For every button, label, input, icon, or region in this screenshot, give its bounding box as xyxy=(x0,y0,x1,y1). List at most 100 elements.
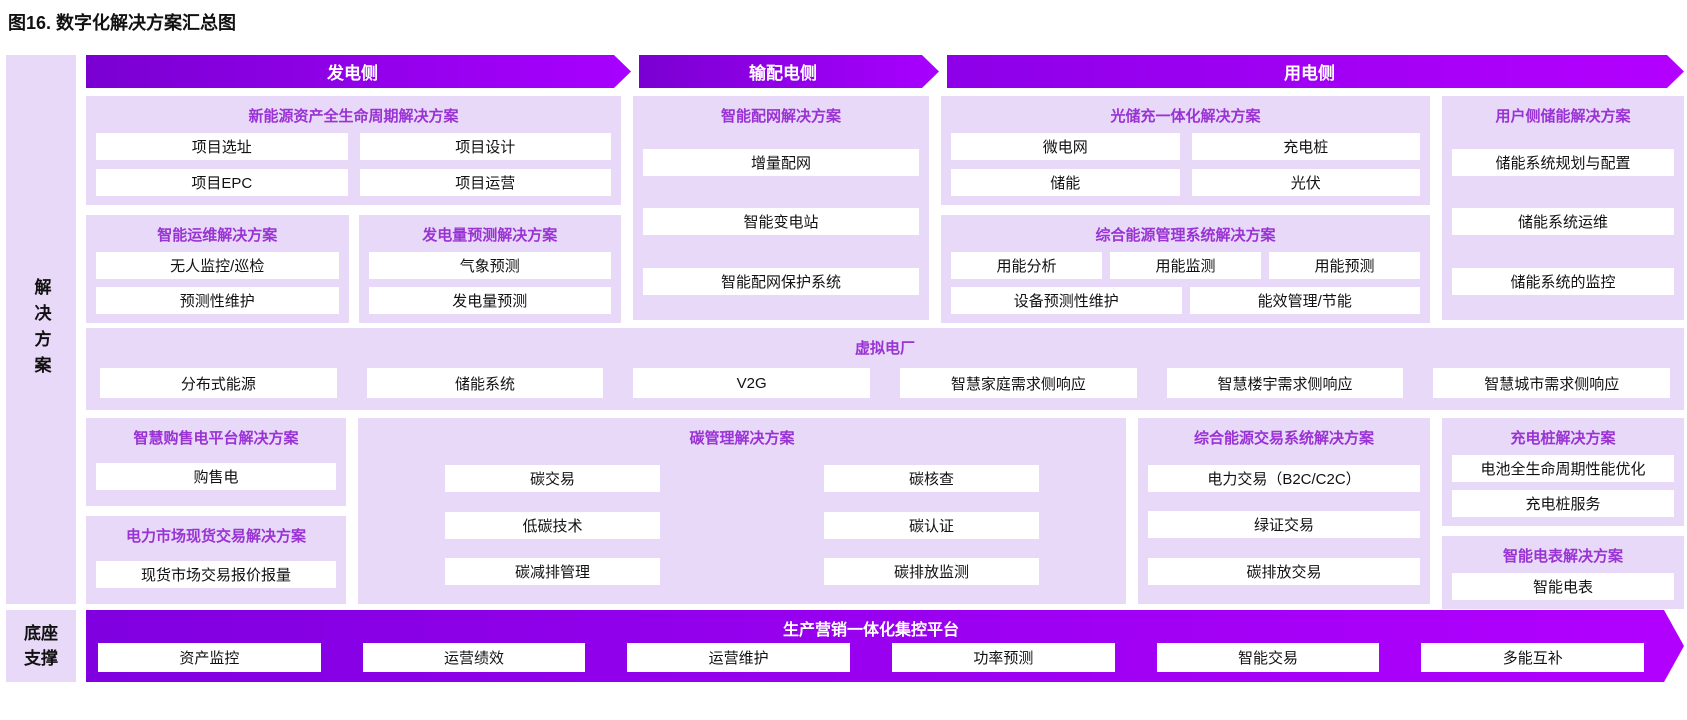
platform-title: 生产营销一体化集控平台 xyxy=(782,622,959,640)
trading-platform-items: 购售电 xyxy=(96,455,336,497)
solution-item: 智慧楼宇需求侧响应 xyxy=(1166,368,1404,398)
arrow-consumption-side: 用电侧 xyxy=(947,55,1684,88)
block-user-storage: 用户侧储能解决方案 储能系统规划与配置 储能系统运维 储能系统的监控 xyxy=(1442,96,1684,320)
solution-item: 智能交易 xyxy=(1157,643,1380,672)
solution-item: 电池全生命周期性能优化 xyxy=(1452,455,1674,482)
block-gen-forecast: 发电量预测解决方案 气象预测 发电量预测 xyxy=(358,215,621,323)
generation-subrow: 智能运维解决方案 无人监控/巡检 预测性维护 发电量预测解决方案 气象预测 xyxy=(86,215,621,323)
solution-item: 增量配网 xyxy=(643,149,919,177)
solution-item: 无人监控/巡检 xyxy=(96,252,339,279)
energy-mgmt-row2: 设备预测性维护 能效管理/节能 xyxy=(951,287,1420,314)
carbon-items: 碳交易 碳核查 低碳技术 碳认证 碳减排管理 碳排放监测 xyxy=(368,455,1116,595)
block-energy-trading: 综合能源交易系统解决方案 电力交易（B2C/C2C） 绿证交易 碳排放交易 xyxy=(1138,418,1430,604)
solution-item: 项目EPC xyxy=(96,169,348,196)
block-title-virtual-power-plant: 虚拟电厂 xyxy=(854,340,915,357)
sidebar-solutions-label: 解决方案 xyxy=(31,277,51,382)
energy-trading-items: 电力交易（B2C/C2C） 绿证交易 碳排放交易 xyxy=(1148,455,1420,595)
solutions-content: 发电侧 输配电侧 用电侧 新能源资产全生命周期解决方案 xyxy=(86,55,1684,609)
solution-item: 充电桩 xyxy=(1191,133,1420,160)
solution-item: 微电网 xyxy=(951,133,1180,160)
solution-item: 储能 xyxy=(951,169,1180,196)
sidebar-base: 底座支撑 xyxy=(6,610,76,682)
block-title-charging-pile: 充电桩解决方案 xyxy=(1510,430,1616,447)
solution-item: 项目设计 xyxy=(359,133,611,160)
diagram: 解决方案 发电侧 输配电侧 用电侧 xyxy=(6,55,1684,682)
smart-meter-items: 智能电表 xyxy=(1452,573,1674,600)
sidebar-base-label: 底座支撑 xyxy=(23,623,58,669)
block-charging-pile: 充电桩解决方案 电池全生命周期性能优化 充电桩服务 xyxy=(1442,418,1684,526)
energy-mgmt-row1: 用能分析 用能监测 用能预测 xyxy=(951,252,1420,279)
charging-meter-column: 充电桩解决方案 电池全生命周期性能优化 充电桩服务 智能电表解决方案 智能电表 xyxy=(1442,418,1684,609)
solution-item: 购售电 xyxy=(96,462,336,490)
arrow-generation-label: 发电侧 xyxy=(327,64,378,83)
block-title-smart-meter: 智能电表解决方案 xyxy=(1502,548,1623,565)
solution-item: 储能系统 xyxy=(366,368,604,398)
arrow-consumption-label: 用电侧 xyxy=(1284,64,1335,83)
solution-item: 碳核查 xyxy=(824,464,1039,492)
solution-item: 分布式能源 xyxy=(100,368,337,398)
block-smart-om: 智能运维解决方案 无人监控/巡检 预测性维护 xyxy=(86,215,349,323)
block-title-energy-mgmt: 综合能源管理系统解决方案 xyxy=(1095,227,1276,244)
block-title-new-energy-lifecycle: 新能源资产全生命周期解决方案 xyxy=(248,108,459,125)
solution-item: 低碳技术 xyxy=(445,511,660,539)
base-row: 底座支撑 生产营销一体化集控平台 资产监控 运营绩效 运营维护 功率预测 智能交… xyxy=(6,610,1684,682)
block-title-energy-trading: 综合能源交易系统解决方案 xyxy=(1193,430,1374,447)
platform-band: 生产营销一体化集控平台 资产监控 运营绩效 运营维护 功率预测 智能交易 多能互… xyxy=(86,610,1684,682)
solution-item: 储能系统规划与配置 xyxy=(1452,149,1674,177)
solution-item: 充电桩服务 xyxy=(1452,490,1674,517)
block-title-gen-forecast: 发电量预测解决方案 xyxy=(422,227,558,244)
block-title-carbon-mgmt: 碳管理解决方案 xyxy=(689,430,795,447)
vpp-items: 分布式能源 储能系统 V2G 智慧家庭需求侧响应 智慧楼宇需求侧响应 智慧城市需… xyxy=(96,365,1674,401)
solution-item: 智慧城市需求侧响应 xyxy=(1433,368,1671,398)
solution-item: 绿证交易 xyxy=(1148,511,1420,539)
user-storage-column: 用户侧储能解决方案 储能系统规划与配置 储能系统运维 储能系统的监控 xyxy=(1442,96,1684,320)
solution-item: 现货市场交易报价报量 xyxy=(96,560,336,588)
solution-item: 预测性维护 xyxy=(96,287,339,314)
block-pv-storage-charging: 光储充一体化解决方案 微电网 充电桩 储能 光伏 xyxy=(941,96,1430,205)
block-new-energy-lifecycle: 新能源资产全生命周期解决方案 项目选址 项目设计 项目EPC 项目运营 xyxy=(86,96,621,205)
solution-item: 智能变电站 xyxy=(643,208,919,236)
block-virtual-power-plant: 虚拟电厂 分布式能源 储能系统 V2G 智慧家庭需求侧响应 智慧楼宇需求侧响应 … xyxy=(86,328,1684,410)
solutions-row: 解决方案 发电侧 输配电侧 用电侧 xyxy=(6,55,1684,609)
solution-item: 碳减排管理 xyxy=(445,558,660,586)
trading-column: 智慧购售电平台解决方案 购售电 电力市场现货交易解决方案 现货市场交易报价报量 xyxy=(86,418,346,604)
figure-title: 图16. 数字化解决方案汇总图 xyxy=(8,13,237,33)
block-title-pv-storage-charging: 光储充一体化解决方案 xyxy=(1110,108,1261,125)
solution-item: 碳排放交易 xyxy=(1148,558,1420,586)
new-energy-items: 项目选址 项目设计 项目EPC 项目运营 xyxy=(96,133,611,196)
solution-item: 电力交易（B2C/C2C） xyxy=(1148,464,1420,492)
arrow-transmission-side: 输配电侧 xyxy=(639,55,939,88)
solution-item: 项目运营 xyxy=(359,169,611,196)
solution-item: 多能互补 xyxy=(1421,643,1644,672)
solution-item: 碳交易 xyxy=(445,464,660,492)
solution-item: 能效管理/节能 xyxy=(1189,287,1420,314)
block-title-smart-grid: 智能配网解决方案 xyxy=(720,108,841,125)
block-smart-grid: 智能配网解决方案 增量配网 智能变电站 智能配网保护系统 xyxy=(633,96,929,320)
charging-pile-items: 电池全生命周期性能优化 充电桩服务 xyxy=(1452,455,1674,517)
solution-item: 碳排放监测 xyxy=(824,558,1039,586)
sidebar-solutions: 解决方案 xyxy=(6,55,76,604)
block-energy-mgmt: 综合能源管理系统解决方案 用能分析 用能监测 用能预测 设备预测性维护 能效管理… xyxy=(941,215,1430,323)
solution-item: 项目选址 xyxy=(96,133,348,160)
solution-item: 智能电表 xyxy=(1452,573,1674,600)
smart-om-items: 无人监控/巡检 预测性维护 xyxy=(96,252,339,314)
block-title-spot-market: 电力市场现货交易解决方案 xyxy=(125,528,306,545)
solution-item: 气象预测 xyxy=(368,252,611,279)
solution-item: 智慧家庭需求侧响应 xyxy=(900,368,1137,398)
energy-trading-column: 综合能源交易系统解决方案 电力交易（B2C/C2C） 绿证交易 碳排放交易 xyxy=(1138,418,1430,604)
transmission-column: 智能配网解决方案 增量配网 智能变电站 智能配网保护系统 xyxy=(633,96,929,320)
block-smart-meter: 智能电表解决方案 智能电表 xyxy=(1442,536,1684,609)
arrow-transmission-label: 输配电侧 xyxy=(749,64,817,83)
arrow-header-row: 发电侧 输配电侧 用电侧 xyxy=(86,55,1684,88)
block-title-user-storage: 用户侧储能解决方案 xyxy=(1495,108,1631,125)
solution-item: 功率预测 xyxy=(892,643,1115,672)
solution-item: 发电量预测 xyxy=(368,287,611,314)
solution-item: 用能分析 xyxy=(951,252,1102,279)
block-carbon-mgmt: 碳管理解决方案 碳交易 碳核查 低碳技术 碳认证 碳减排管理 碳排放监测 xyxy=(358,418,1126,604)
bottom-row: 智慧购售电平台解决方案 购售电 电力市场现货交易解决方案 现货市场交易报价报量 xyxy=(86,418,1684,609)
block-title-smart-om: 智能运维解决方案 xyxy=(157,227,278,244)
pv-storage-items: 微电网 充电桩 储能 光伏 xyxy=(951,133,1420,196)
solution-item: 运营维护 xyxy=(627,643,850,672)
solution-item: V2G xyxy=(633,368,871,398)
